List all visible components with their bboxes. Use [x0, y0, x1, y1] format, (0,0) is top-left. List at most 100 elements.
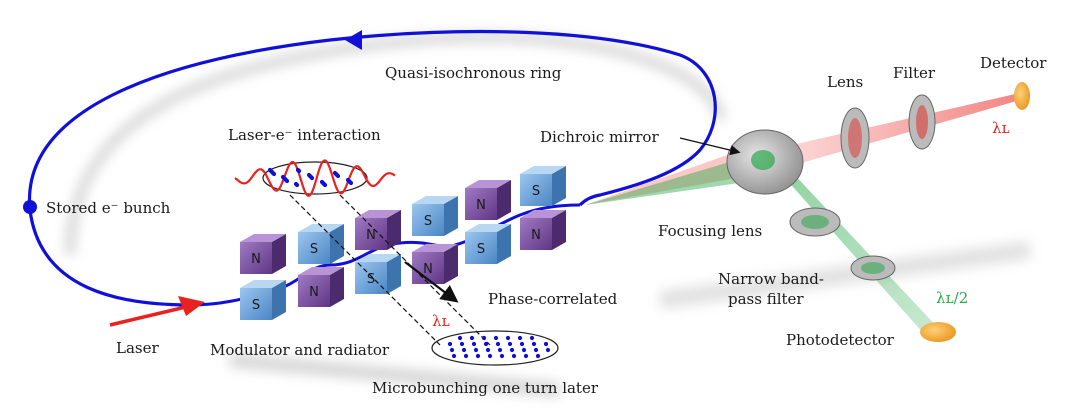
dichroic-pointer [679, 137, 741, 156]
filter [908, 94, 936, 150]
lambda-bunch-label: λʟ [432, 312, 450, 330]
microbunch-dot [517, 335, 523, 341]
electron-dot [309, 175, 315, 181]
microbunch-dot [473, 347, 479, 353]
microbunch-dot [497, 347, 503, 353]
microbunch-dot [531, 341, 537, 347]
photodetector-label: Photodetector [786, 331, 895, 349]
microbunch-dot [447, 341, 453, 347]
microbunching-region [431, 330, 559, 366]
microbunch-dot [529, 335, 535, 341]
ring-label: Quasi-isochronous ring [385, 64, 562, 82]
green-output-beam [585, 150, 940, 335]
photodetector [920, 322, 956, 342]
detector [1014, 82, 1030, 110]
microbunch-dot [507, 341, 513, 347]
microbunch-dot [509, 347, 515, 353]
magnet-letter: S [477, 242, 485, 257]
magnet-south: S [240, 280, 286, 320]
magnet-letter: N [251, 252, 261, 267]
microbunching-label: Microbunching one turn later [372, 379, 599, 397]
microbunch-dot [523, 353, 529, 359]
microbunch-dot [457, 335, 463, 341]
magnet-south: S [298, 224, 344, 264]
laser-input [109, 296, 205, 327]
microbunch-dot [495, 341, 501, 347]
magnet-south: S [520, 166, 566, 206]
magnet-letter: N [476, 198, 486, 213]
electron-dot [348, 180, 354, 186]
electron-dot [322, 182, 328, 188]
magnet-letter: S [252, 298, 260, 313]
microbunch-dot [521, 347, 527, 353]
bandpass-filter [850, 255, 896, 281]
magnet-north: N [412, 244, 458, 284]
magnet-north: N [520, 210, 566, 250]
detector-label: Detector [980, 54, 1047, 72]
phase-correlated-label: Phase-correlated [488, 290, 618, 308]
magnet-letter: N [309, 285, 319, 300]
magnet-south: S [465, 224, 511, 264]
ring-direction-arrow [345, 30, 362, 50]
electron-ring [27, 29, 717, 307]
focusing-lens [789, 207, 841, 237]
filter-label: Filter [893, 64, 936, 82]
narrow-band-label-1: Narrow band- [718, 270, 824, 288]
electron-dot [296, 168, 302, 174]
microbunch-dot [449, 347, 455, 353]
microbunch-dot [461, 347, 467, 353]
modulator-radiator-label: Modulator and radiator [210, 341, 390, 359]
magnet-south: S [355, 254, 401, 294]
microbunch-dot [463, 353, 469, 359]
microbunch-dot [485, 347, 491, 353]
microbunch-dot [493, 335, 499, 341]
microbunch-dot [519, 341, 525, 347]
microbunch-dot [505, 335, 511, 341]
microbunch-dot [475, 353, 481, 359]
electron-dot [284, 178, 290, 184]
magnet-letter: S [532, 184, 540, 199]
electron-dot [271, 171, 277, 177]
microbunch-dot [471, 341, 477, 347]
microbunch-dot [533, 347, 539, 353]
magnet-north: N [240, 234, 286, 274]
microbunch-dot [481, 335, 487, 341]
microbunch-dot [535, 353, 541, 359]
magnet-letter: S [310, 242, 318, 257]
magnet-south: S [412, 196, 458, 236]
lens [840, 107, 870, 169]
focusing-lens-label: Focusing lens [658, 222, 762, 240]
microbunch-dot [543, 341, 549, 347]
microbunch-dot [487, 353, 493, 359]
dichroic-mirror [726, 129, 804, 195]
stored-bunch-dot [23, 200, 37, 214]
magnet-letter: S [367, 272, 375, 287]
dichroic-mirror-label: Dichroic mirror [540, 128, 659, 146]
magnet-north: N [298, 267, 344, 307]
laser-label: Laser [116, 339, 159, 357]
magnet-letter: S [424, 214, 432, 229]
electron-dot [335, 173, 341, 179]
phase-arrow [404, 261, 459, 303]
lens-label: Lens [827, 73, 863, 91]
microbunch-dot [469, 335, 475, 341]
laser-interaction-region [234, 159, 396, 197]
magnet-north: N [355, 210, 401, 250]
microbunch-dot [451, 353, 457, 359]
magnet-north: N [465, 180, 511, 220]
red-output-beam [585, 93, 1020, 205]
laser-interaction-label: Laser-e⁻ interaction [228, 126, 381, 144]
magnet-letter: N [366, 228, 376, 243]
microbunch-dot [459, 341, 465, 347]
microbunch-dot [483, 341, 489, 347]
microbunch-dot [499, 353, 505, 359]
stored-bunch-label: Stored e⁻ bunch [46, 199, 171, 217]
lambda-half-label: λʟ/2 [936, 289, 968, 307]
narrow-band-label-2: pass filter [728, 290, 804, 308]
magnet-letter: N [531, 228, 541, 243]
microbunch-dot [545, 347, 551, 353]
lambda-detector-label: λʟ [992, 119, 1010, 137]
microbunch-dot [511, 353, 517, 359]
ring-shadow [65, 32, 1032, 397]
